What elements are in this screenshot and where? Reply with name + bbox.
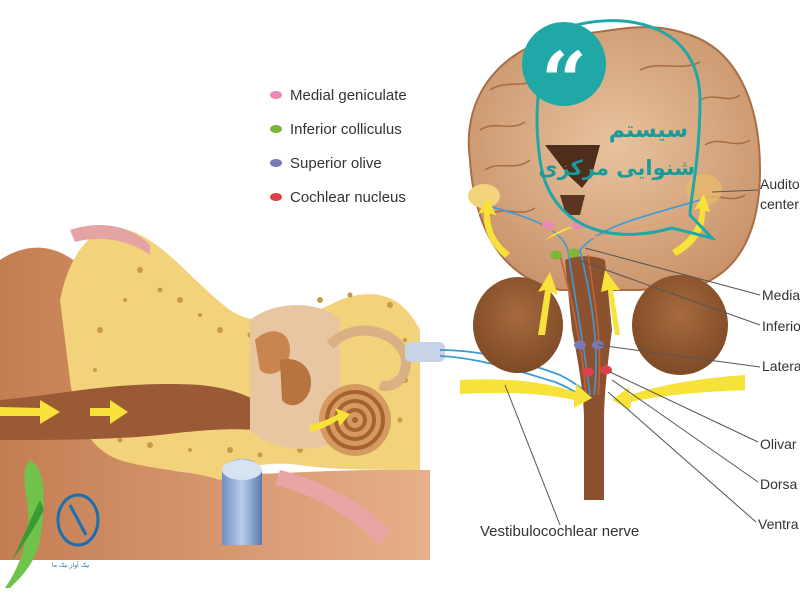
label-dorsal: Dorsa — [760, 476, 798, 492]
auditory-center-left — [468, 184, 500, 208]
superior-olive-left — [574, 340, 586, 350]
logo-mark — [5, 460, 100, 588]
legend-label: Cochlear nucleus — [290, 188, 406, 206]
cochlear-nucleus-right — [600, 365, 612, 375]
nerve-connector — [405, 342, 445, 362]
quote-icon: “ — [522, 22, 606, 128]
vestibule — [326, 325, 411, 391]
legend-item-cochlear-nucleus: Cochlear nucleus — [270, 186, 406, 208]
membrane — [70, 225, 150, 255]
cochlear-nucleus-left — [582, 367, 594, 377]
third-ventricle — [560, 195, 585, 215]
label-medial: Media — [762, 287, 800, 303]
label-inferior: Inferio — [762, 318, 800, 334]
legend-dot — [270, 159, 282, 167]
eustachian-tube — [222, 458, 262, 545]
legend-dot — [270, 193, 282, 201]
legend-item-inferior-colliculus: Inferior colliculus — [270, 118, 402, 140]
label-vestibulocochlear-nerve: Vestibulocochlear nerve — [480, 523, 640, 540]
cerebellum-left — [473, 277, 563, 373]
brain-nuclei — [542, 220, 612, 377]
pinna — [0, 247, 430, 560]
label-auditory-center-line2: center — [760, 196, 799, 212]
logo-text: نیک آواز نیک ما — [52, 562, 90, 569]
legend-item-superior-olive: Superior olive — [270, 152, 382, 174]
overlay-title-line2: شنوایی مرکزی — [538, 156, 695, 180]
inferior-colliculus-right — [568, 248, 580, 258]
overlay-title-line1: سیستم — [608, 118, 688, 143]
legend-label: Medial geniculate — [290, 86, 407, 104]
label-ventral: Ventra — [758, 516, 799, 532]
ventricle — [545, 145, 600, 188]
sound-arrows-brain — [460, 194, 745, 410]
label-olivary: Olivar — [760, 436, 797, 452]
leader-lines — [504, 189, 761, 526]
inferior-colliculus-left — [550, 250, 562, 260]
ossicle-incus — [280, 359, 311, 406]
ear-cross-section — [0, 225, 445, 560]
brain — [467, 26, 762, 500]
sound-arrows-ear — [0, 400, 350, 432]
tube-opening — [222, 460, 262, 480]
speech-bubble — [535, 19, 717, 241]
legend-dot — [270, 125, 282, 133]
label-auditory-center-line1: Audito — [760, 176, 800, 192]
cochlea — [319, 384, 391, 456]
medial-geniculate-left — [542, 220, 554, 230]
central-pathways — [484, 199, 706, 396]
legend-item-medial-geniculate: Medial geniculate — [270, 84, 407, 106]
legend-label: Superior olive — [290, 154, 382, 172]
legend-dot — [270, 91, 282, 99]
label-lateral: Latera — [762, 358, 800, 374]
cerebellum-right — [632, 275, 728, 375]
legend-label: Inferior colliculus — [290, 120, 402, 138]
lining — [275, 470, 390, 545]
